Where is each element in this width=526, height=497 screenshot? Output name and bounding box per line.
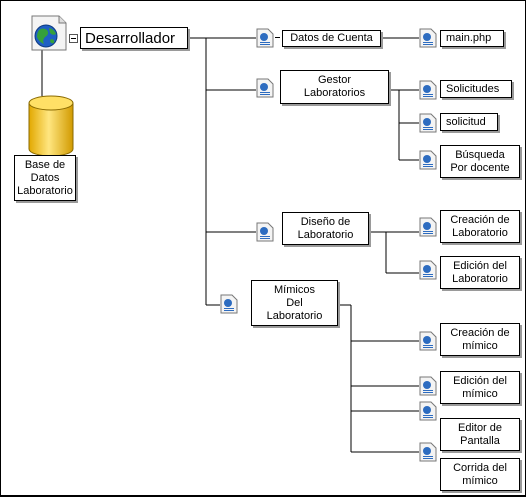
- node-solicitud: solicitud: [440, 113, 498, 131]
- page-icon: [419, 28, 437, 53]
- node-editor-pantalla: Editor de Pantalla: [440, 418, 520, 451]
- node-edicion-mimico: Edición del mímico: [440, 371, 520, 404]
- node-busqueda-docente: Búsqueda Por docente: [440, 145, 520, 178]
- globe-page-icon: [31, 15, 67, 51]
- page-icon: [419, 442, 437, 467]
- page-icon: [220, 294, 238, 319]
- page-icon: [419, 331, 437, 356]
- node-diseno-laboratorio: Diseño de Laboratorio: [282, 212, 369, 245]
- node-gestor-laboratorios: Gestor Laboratorios: [280, 70, 389, 104]
- page-icon: [256, 78, 274, 103]
- root-page-icon: [29, 15, 69, 51]
- node-main-php: main.php: [440, 30, 504, 47]
- page-icon: [256, 28, 274, 53]
- page-icon: [419, 80, 437, 105]
- node-corrida-mimico: Corrida del mímico: [440, 458, 520, 491]
- node-creacion-mimico: Creación de mímico: [440, 323, 520, 356]
- page-icon: [419, 113, 437, 138]
- page-icon: [419, 260, 437, 285]
- root-collapse-toggle[interactable]: [69, 34, 78, 43]
- page-icon: [419, 401, 437, 426]
- node-base-datos: Base de Datos Laboratorio: [14, 155, 76, 201]
- collapse-toggle[interactable]: [274, 34, 281, 41]
- node-creacion-laboratorio: Creación de Laboratorio: [440, 210, 520, 243]
- page-icon: [256, 222, 274, 247]
- database-icon: [28, 95, 74, 157]
- page-icon: [419, 376, 437, 401]
- page-icon: [419, 150, 437, 175]
- node-edicion-laboratorio: Edición del Laboratorio: [440, 256, 520, 289]
- node-solicitudes: Solicitudes: [440, 80, 512, 98]
- node-desarrollador: Desarrollador: [80, 27, 188, 49]
- node-mimicos-laboratorio: Mímicos Del Laboratorio: [251, 280, 338, 326]
- page-icon: [419, 217, 437, 242]
- node-datos-cuenta: Datos de Cuenta: [282, 30, 381, 47]
